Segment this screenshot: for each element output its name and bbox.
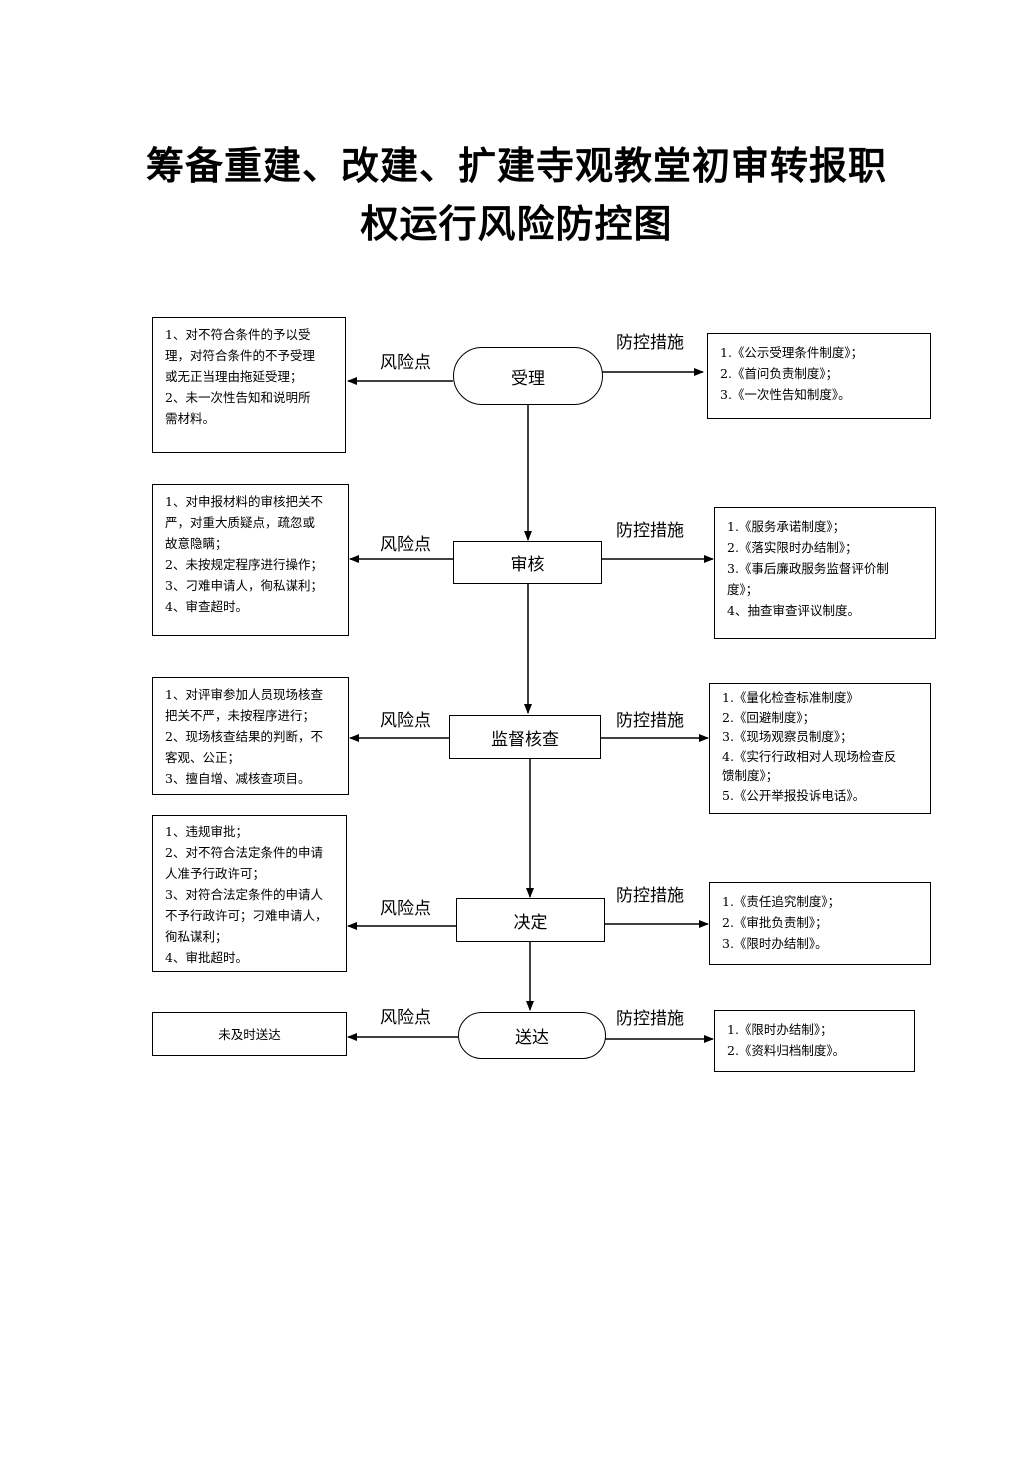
risk-line: 1、对评审参加人员现场核查 <box>165 687 323 702</box>
control-box-delivery: 1.《限时办结制》； 2.《资料归档制度》。 <box>714 1010 915 1072</box>
risk-line: 徇私谋利； <box>165 929 228 944</box>
risk-line: 3、擅自增、减核查项目。 <box>165 771 311 786</box>
control-line: 2.《落实限时办结制》； <box>727 540 858 555</box>
control-line: 1.《责任追究制度》； <box>722 894 841 909</box>
control-line: 1.《服务承诺制度》； <box>727 519 846 534</box>
control-line: 3.《事后廉政服务监督评价制 <box>727 561 889 576</box>
risk-line: 故意隐瞒； <box>165 536 228 551</box>
risk-box-decision: 1、违规审批； 2、对不符合法定条件的申请 人准予行政许可； 3、对符合法定条件… <box>152 815 347 972</box>
risk-line: 人准予行政许可； <box>165 866 266 881</box>
control-line: 3.《限时办结制》。 <box>722 936 828 951</box>
control-line: 2.《审批负责制》； <box>722 915 828 930</box>
stage-node-review: 审核 <box>453 541 602 584</box>
risk-label-2: 风险点 <box>380 535 431 555</box>
control-box-inspection: 1.《量化检查标准制度》 2.《回避制度》； 3.《现场观察员制度》； 4.《实… <box>709 683 931 814</box>
risk-line: 理，对符合条件的不予受理 <box>165 348 316 363</box>
risk-line: 2、现场核查结果的判断，不 <box>165 729 323 744</box>
risk-box-accept: 1、对不符合条件的予以受 理，对符合条件的不予受理 或无正当理由拖延受理； 2、… <box>152 317 346 453</box>
risk-line: 3、刁难申请人，徇私谋利； <box>165 578 323 593</box>
risk-line: 2、未按规定程序进行操作； <box>165 557 323 572</box>
stage-node-decision: 决定 <box>456 898 605 942</box>
control-line: 4、抽查审查评议制度。 <box>727 603 860 618</box>
risk-line: 或无正当理由拖延受理； <box>165 369 303 384</box>
control-box-review: 1.《服务承诺制度》； 2.《落实限时办结制》； 3.《事后廉政服务监督评价制 … <box>714 507 936 639</box>
control-line: 2.《首问负责制度》； <box>720 366 839 381</box>
risk-line: 客观、公正； <box>165 750 241 765</box>
risk-line: 严，对重大质疑点，疏忽或 <box>165 515 316 530</box>
risk-label-4: 风险点 <box>380 899 431 919</box>
control-line: 度》； <box>727 582 759 597</box>
risk-line: 3、对符合法定条件的申请人 <box>165 887 323 902</box>
risk-line: 需材料。 <box>165 411 216 426</box>
risk-line: 4、审批超时。 <box>165 950 248 965</box>
control-line: 5.《公开举报投诉电话》。 <box>722 787 866 803</box>
stage-node-accept: 受理 <box>453 347 603 405</box>
risk-line: 把关不严，未按程序进行； <box>165 708 316 723</box>
risk-label-3: 风险点 <box>380 711 431 731</box>
control-line: 1.《公示受理条件制度》； <box>720 345 864 360</box>
diagram-title-line2: 权运行风险防控图 <box>360 201 673 246</box>
risk-line: 2、未一次性告知和说明所 <box>165 390 311 405</box>
control-label-5: 防控措施 <box>616 1009 684 1029</box>
control-line: 1.《限时办结制》； <box>727 1022 833 1037</box>
control-label-1: 防控措施 <box>616 333 684 353</box>
stage-node-delivery: 送达 <box>458 1012 606 1059</box>
control-label-3: 防控措施 <box>616 711 684 731</box>
control-line: 3.《一次性告知制度》。 <box>720 387 851 402</box>
stage-node-inspection: 监督核查 <box>449 715 601 759</box>
control-line: 4.《实行行政相对人现场检查反 <box>722 748 897 764</box>
risk-box-review: 1、对申报材料的审核把关不 严，对重大质疑点，疏忽或 故意隐瞒； 2、未按规定程… <box>152 484 349 636</box>
control-line: 2.《资料归档制度》。 <box>727 1043 846 1058</box>
diagram-title-line1: 筹备重建、改建、扩建寺观教堂初审转报职 <box>145 143 887 188</box>
control-label-2: 防控措施 <box>616 521 684 541</box>
risk-box-inspection: 1、对评审参加人员现场核查 把关不严，未按程序进行； 2、现场核查结果的判断，不… <box>152 677 349 795</box>
risk-line: 1、对不符合条件的予以受 <box>165 327 311 342</box>
risk-line: 4、审查超时。 <box>165 599 248 614</box>
control-line: 2.《回避制度》； <box>722 709 816 725</box>
control-line: 1.《量化检查标准制度》 <box>722 690 859 705</box>
control-line: 馈制度》； <box>722 768 779 783</box>
risk-line: 2、对不符合法定条件的申请 <box>165 845 323 860</box>
control-box-accept: 1.《公示受理条件制度》； 2.《首问负责制度》； 3.《一次性告知制度》。 <box>707 333 931 419</box>
risk-line: 不予行政许可；刁难申请人， <box>165 908 328 923</box>
control-box-decision: 1.《责任追究制度》； 2.《审批负责制》； 3.《限时办结制》。 <box>709 882 931 965</box>
risk-label-1: 风险点 <box>380 353 431 373</box>
control-label-4: 防控措施 <box>616 886 684 906</box>
risk-line: 1、对申报材料的审核把关不 <box>165 494 323 509</box>
risk-line: 未及时送达 <box>218 1026 281 1042</box>
control-line: 3.《现场观察员制度》； <box>722 729 853 744</box>
risk-box-delivery: 未及时送达 <box>152 1012 347 1056</box>
risk-line: 1、违规审批； <box>165 824 248 839</box>
risk-label-5: 风险点 <box>380 1008 431 1028</box>
